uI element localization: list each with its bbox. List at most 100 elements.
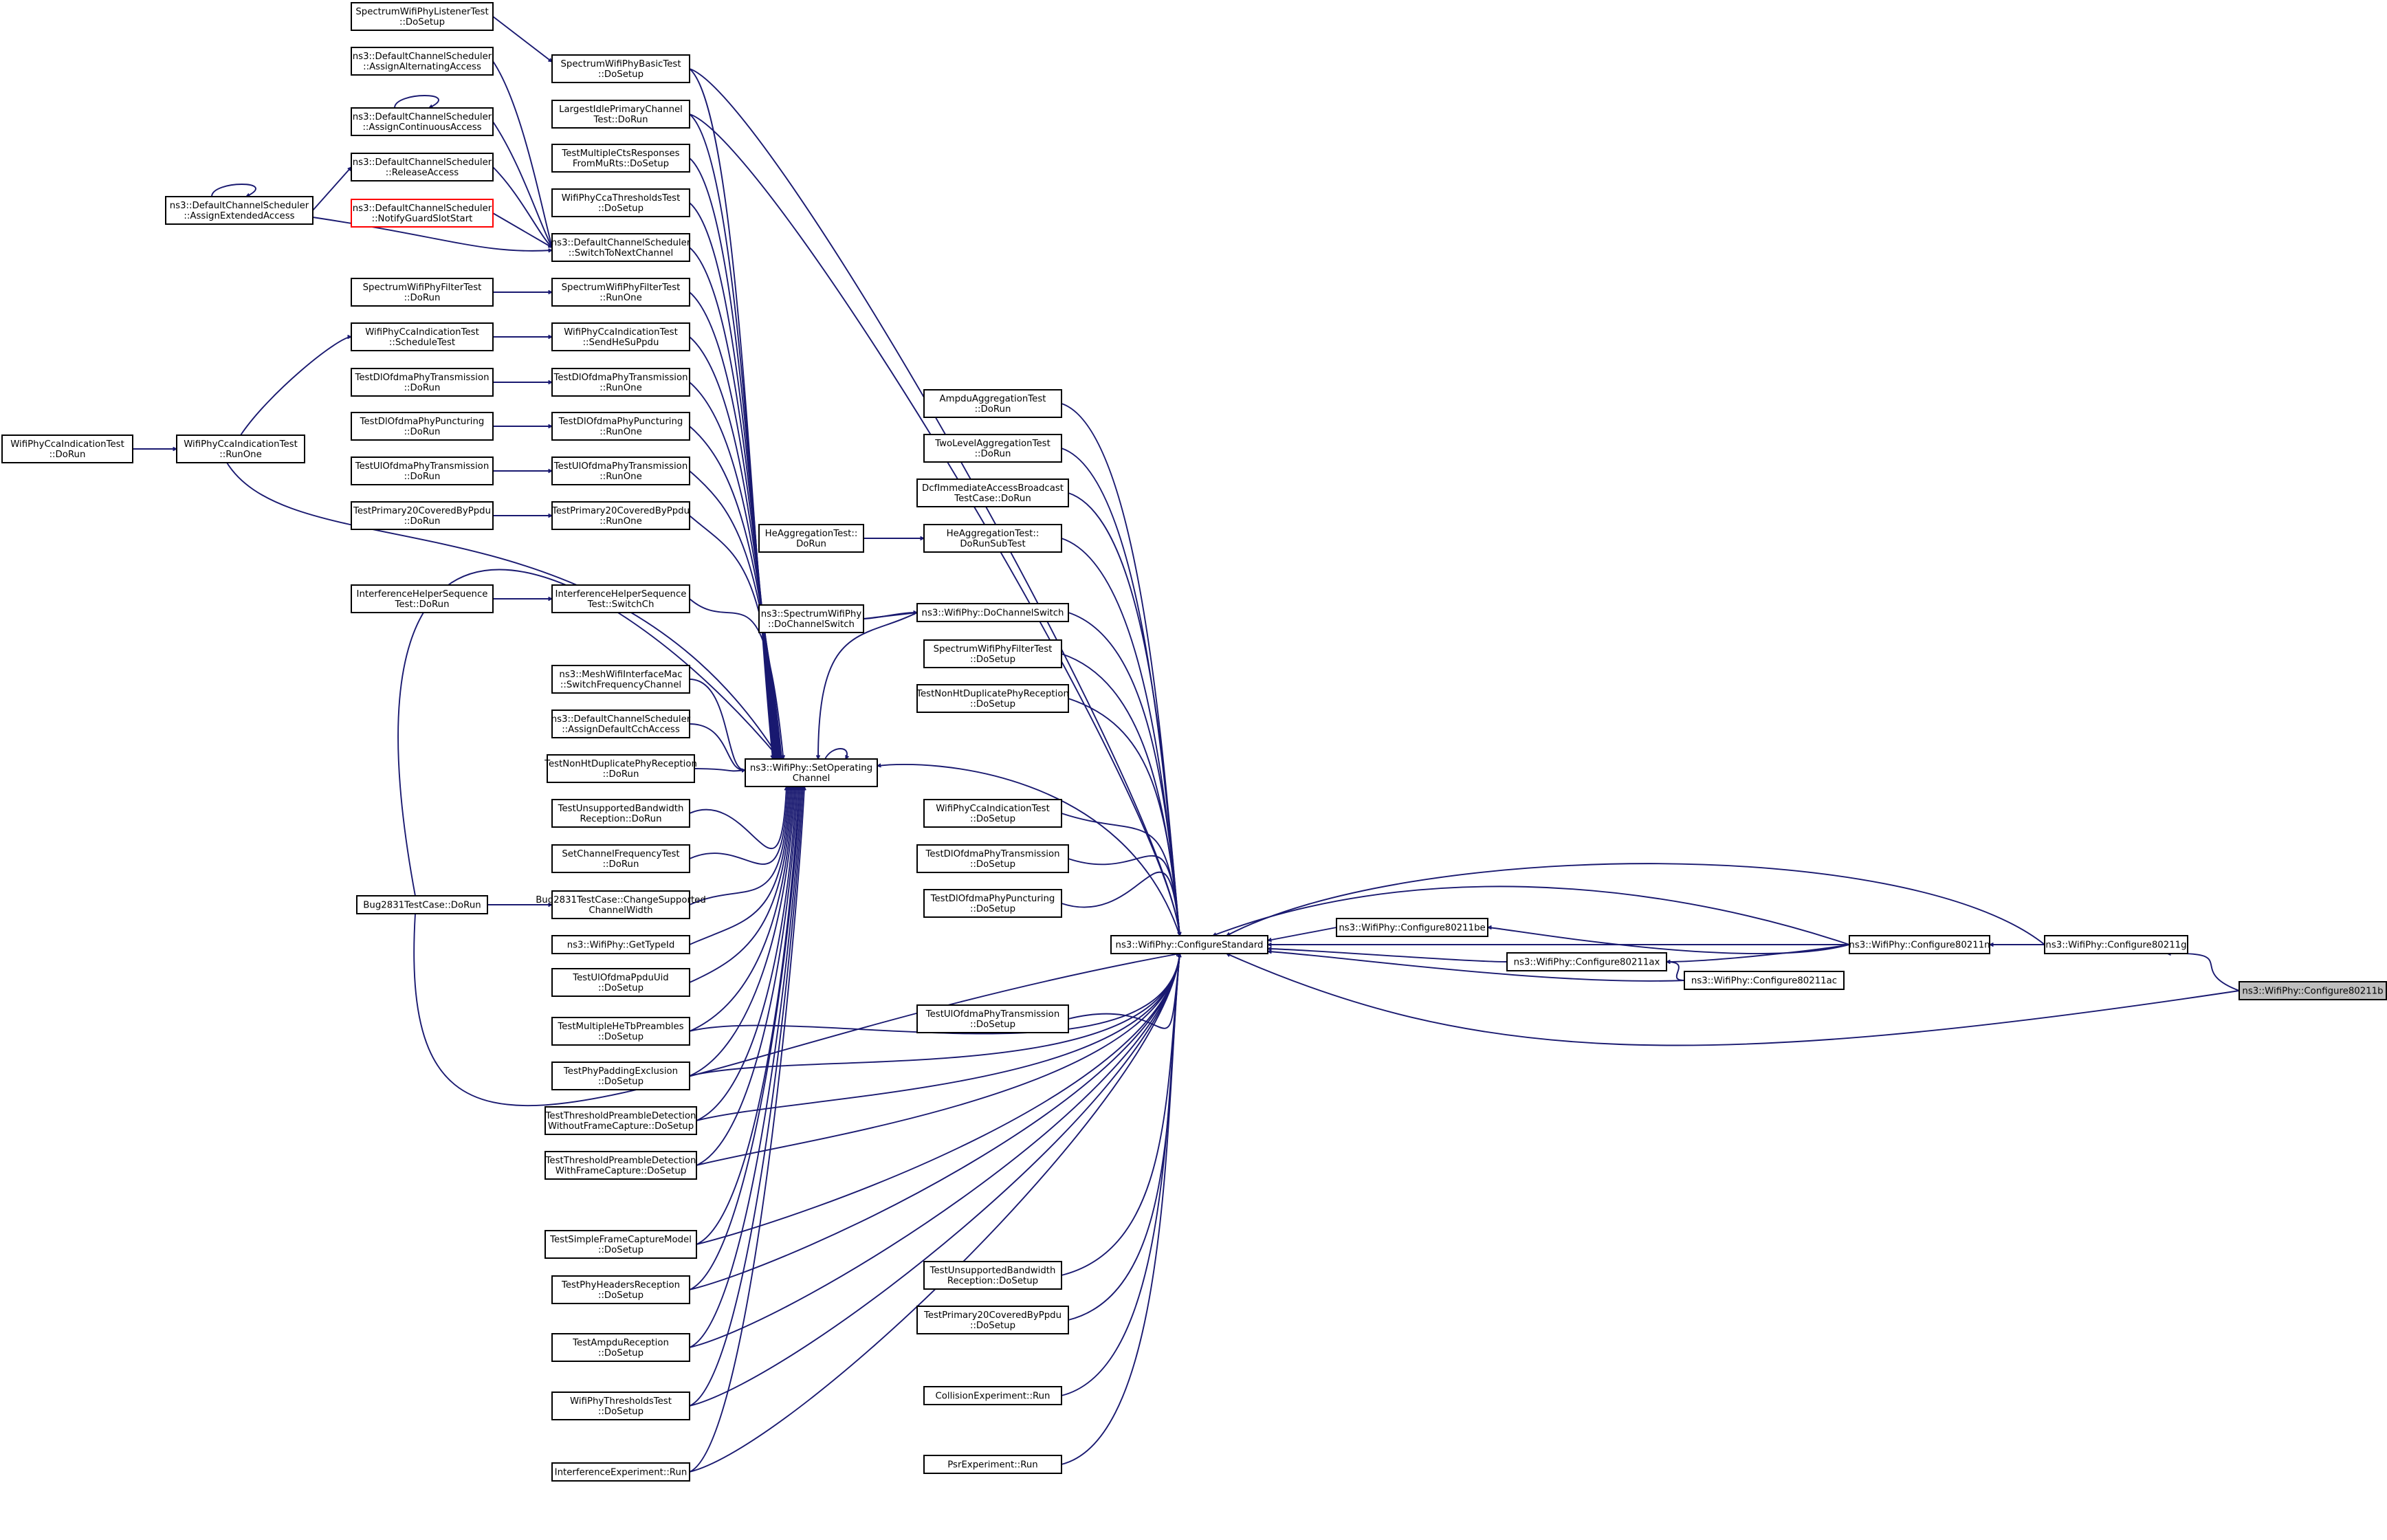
node-n69[interactable]: PsrExperiment::Run [923,1455,1062,1474]
node-box [551,844,690,873]
node-label: TestUlOfdmaPhyTransmission [355,461,490,472]
node-box [745,758,878,787]
node-n5[interactable]: ns3::DefaultChannelScheduler::AssignCont… [351,107,494,136]
node-n6[interactable]: TestMultipleCtsResponsesFromMuRts::DoSet… [551,144,690,173]
node-label: ::DoSetup [598,1348,644,1358]
node-box [551,501,690,530]
node-n44[interactable]: SetChannelFrequencyTest::DoRun [551,844,690,873]
node-n24[interactable]: TestUlOfdmaPhyTransmission::DoRun [351,456,494,485]
node-n46[interactable]: Bug2831TestCase::DoRun [356,895,488,914]
node-n55[interactable]: ns3::WifiPhy::Configure80211ac [1684,971,1845,990]
node-n41[interactable]: WifiPhyCcaIndicationTest::DoSetup [923,799,1062,828]
node-n18[interactable]: AmpduAggregationTest::DoRun [923,389,1062,418]
node-n49[interactable]: ns3::WifiPhy::GetTypeId [551,935,690,954]
node-box [1,434,133,463]
node-box [1684,971,1845,990]
node-n37[interactable]: TestNonHtDuplicatePhyReception::DoSetup [916,684,1069,713]
edge-88 [226,462,780,759]
node-n58[interactable]: TestUlOfdmaPhyTransmission::DoSetup [916,1004,1069,1033]
node-n35[interactable]: SpectrumWifiPhyFilterTest::DoSetup [923,639,1062,668]
node-n12[interactable]: SpectrumWifiPhyFilterTest::DoRun [351,278,494,307]
node-n68[interactable]: WifiPhyThresholdsTest::DoSetup [551,1392,690,1420]
node-box [551,1017,690,1046]
node-n7[interactable]: ns3::DefaultChannelScheduler::ReleaseAcc… [351,153,494,182]
node-n20[interactable]: TestDlOfdmaPhyPuncturing::RunOne [551,412,690,441]
node-n30[interactable]: HeAggregationTest::DoRunSubTest [923,524,1062,553]
node-n17[interactable]: TestDlOfdmaPhyTransmission::RunOne [551,368,690,397]
edge-11 [689,598,783,759]
edge-45 [1061,954,1180,1396]
node-n22[interactable]: WifiPhyCcaIndicationTest::RunOne [176,434,305,463]
node-n51[interactable]: ns3::WifiPhy::Configure80211n [1849,935,1990,954]
node-n65[interactable]: TestPrimary20CoveredByPpdu::DoSetup [916,1306,1069,1334]
node-n9[interactable]: WifiPhyCcaThresholdsTest::DoSetup [551,188,690,217]
node-n2[interactable]: SpectrumWifiPhyBasicTest::DoSetup [551,54,690,83]
node-n38[interactable]: ns3::DefaultChannelScheduler::AssignDefa… [551,710,691,738]
node-n33[interactable]: ns3::SpectrumWifiPhy::DoChannelSwitch [758,604,864,633]
edge-72 [492,16,552,62]
node-n39[interactable]: TestNonHtDuplicatePhyReception::DoRun [544,754,697,783]
node-n63[interactable]: TestUnsupportedBandwidthReception::DoSet… [923,1261,1062,1290]
node-n27[interactable]: TestPrimary20CoveredByPpdu::DoRun [351,501,494,530]
node-label: ns3::DefaultChannelScheduler [353,157,492,168]
edge-25 [689,786,800,1290]
node-n15[interactable]: WifiPhyCcaIndicationTest::SendHeSuPpdu [551,322,690,351]
node-n19[interactable]: TestDlOfdmaPhyPuncturing::DoRun [351,412,494,441]
node-n1[interactable]: SpectrumWifiPhyListenerTest::DoSetup [351,2,494,31]
node-n28[interactable]: TestPrimary20CoveredByPpdu::RunOne [551,501,690,530]
node-n57[interactable]: TestMultipleHeTbPreambles::DoSetup [551,1017,690,1046]
node-n52[interactable]: ns3::WifiPhy::Configure80211g [2044,935,2188,954]
node-label: ::DoRun [404,427,441,437]
node-n59[interactable]: TestPhyPaddingExclusion::DoSetup [551,1062,690,1090]
node-n64[interactable]: TestPhyHeadersReception::DoSetup [551,1275,690,1304]
node-n26[interactable]: DcfImmediateAccessBroadcastTestCase::DoR… [916,478,1069,507]
node-n13[interactable]: SpectrumWifiPhyFilterTest::RunOne [551,278,690,307]
node-n45[interactable]: TestDlOfdmaPhyPuncturing::DoSetup [923,889,1062,918]
node-n62[interactable]: TestSimpleFrameCaptureModel::DoSetup [544,1230,697,1259]
node-n61[interactable]: TestThresholdPreambleDetectionWithFrameC… [544,1151,697,1180]
edge-50 [689,954,1180,1290]
node-box [551,54,690,83]
node-label: TwoLevelAggregationTest [934,439,1050,449]
node-n43[interactable]: TestDlOfdmaPhyTransmission::DoSetup [916,844,1069,873]
node-n23[interactable]: TwoLevelAggregationTest::DoRun [923,434,1062,463]
edge-66 [1488,927,1850,954]
node-n25[interactable]: TestUlOfdmaPhyTransmission::RunOne [551,456,690,485]
node-n8[interactable]: ns3::DefaultChannelScheduler::AssignExte… [165,196,314,225]
node-n10[interactable]: ns3::DefaultChannelScheduler::NotifyGuar… [351,199,494,228]
edge-52 [696,954,1180,1166]
node-n47[interactable]: Bug2831TestCase::ChangeSupportedChannelW… [536,890,706,919]
node-n50[interactable]: ns3::WifiPhy::ConfigureStandard [1110,935,1268,954]
node-n48[interactable]: ns3::WifiPhy::Configure80211be [1336,918,1488,937]
node-n67[interactable]: CollisionExperiment::Run [923,1386,1062,1405]
node-label: ::DoSetup [970,699,1015,710]
node-n14[interactable]: WifiPhyCcaIndicationTest::ScheduleTest [351,322,494,351]
node-n34[interactable]: ns3::WifiPhy::DoChannelSwitch [916,603,1069,622]
node-box [351,584,494,613]
node-n66[interactable]: TestAmpduReception::DoSetup [551,1333,690,1362]
node-label: SpectrumWifiPhyListenerTest [355,7,488,17]
edge-35 [1061,538,1180,936]
node-box [547,754,695,783]
node-box [544,1230,697,1259]
node-n36[interactable]: ns3::MeshWifiInterfaceMac::SwitchFrequen… [551,665,690,694]
edge-15 [689,786,786,850]
node-box [916,1306,1069,1334]
node-n70[interactable]: InterferenceExperiment::Run [551,1462,690,1482]
node-n60[interactable]: TestThresholdPreambleDetectionWithoutFra… [544,1106,697,1135]
node-n29[interactable]: HeAggregationTest::DoRun [758,524,864,553]
node-n11[interactable]: ns3::DefaultChannelScheduler::SwitchToNe… [551,233,691,262]
node-n56[interactable]: ns3::WifiPhy::Configure80211b [2238,981,2387,1000]
edge-28 [689,786,804,1473]
node-n53[interactable]: ns3::WifiPhy::Configure80211ax [1506,952,1667,971]
node-label: ::DoSetup [970,814,1015,824]
node-n3[interactable]: ns3::DefaultChannelScheduler::AssignAlte… [351,47,494,76]
node-n21[interactable]: WifiPhyCcaIndicationTest::DoRun [1,434,133,463]
node-n54[interactable]: TestUlOfdmaPpduUid::DoSetup [551,968,690,997]
node-n16[interactable]: TestDlOfdmaPhyTransmission::DoRun [351,368,494,397]
